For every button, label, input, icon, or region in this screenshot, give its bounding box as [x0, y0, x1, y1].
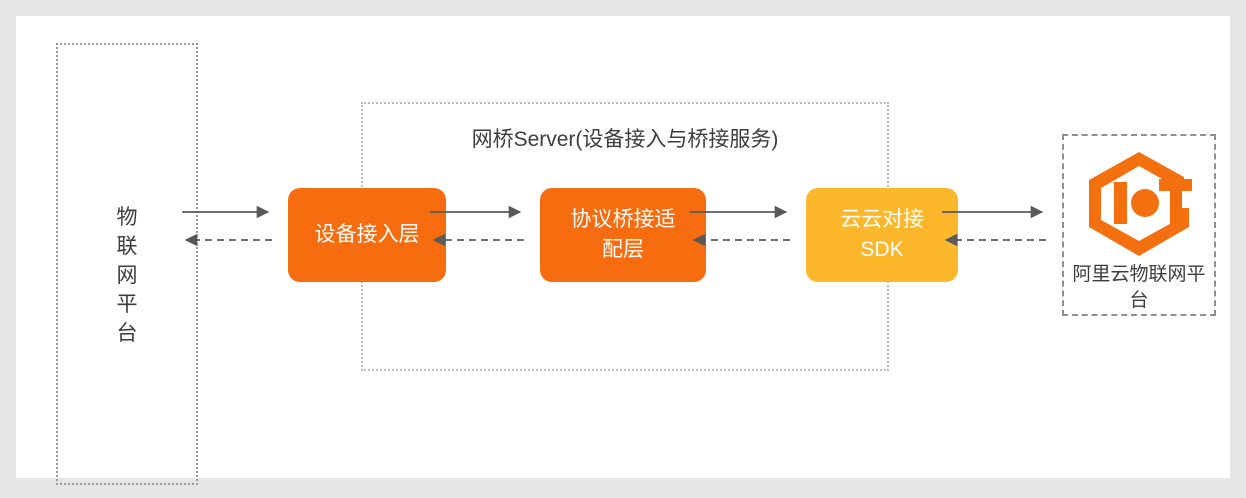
- aliyun-iot-platform-label: 阿里云物联网平台: [1072, 264, 1206, 311]
- node-device-access-layer-label: 设备接入层: [314, 223, 420, 246]
- iot-platform-box: 物 联 网 平 台: [56, 43, 198, 485]
- node-protocol-bridge-adapter-layer-label: 协议桥接适 配层: [570, 208, 676, 261]
- node-device-access-layer[interactable]: 设备接入层: [288, 188, 446, 282]
- diagram-card: 物 联 网 平 台 网桥Server(设备接入与桥接服务) 设备接入层 协议桥接…: [16, 16, 1230, 485]
- node-cloud-to-cloud-sdk[interactable]: 云云对接 SDK: [806, 188, 958, 282]
- iot-platform-label: 物 联 网 平 台: [116, 206, 138, 345]
- node-protocol-bridge-adapter-layer[interactable]: 协议桥接适 配层: [540, 188, 706, 282]
- iot-logo: [1089, 152, 1192, 256]
- bridge-server-title: 网桥Server(设备接入与桥接服务): [471, 128, 779, 151]
- aliyun-iot-platform-box: 阿里云物联网平台: [1062, 134, 1216, 316]
- node-cloud-to-cloud-sdk-label: 云云对接 SDK: [840, 208, 924, 261]
